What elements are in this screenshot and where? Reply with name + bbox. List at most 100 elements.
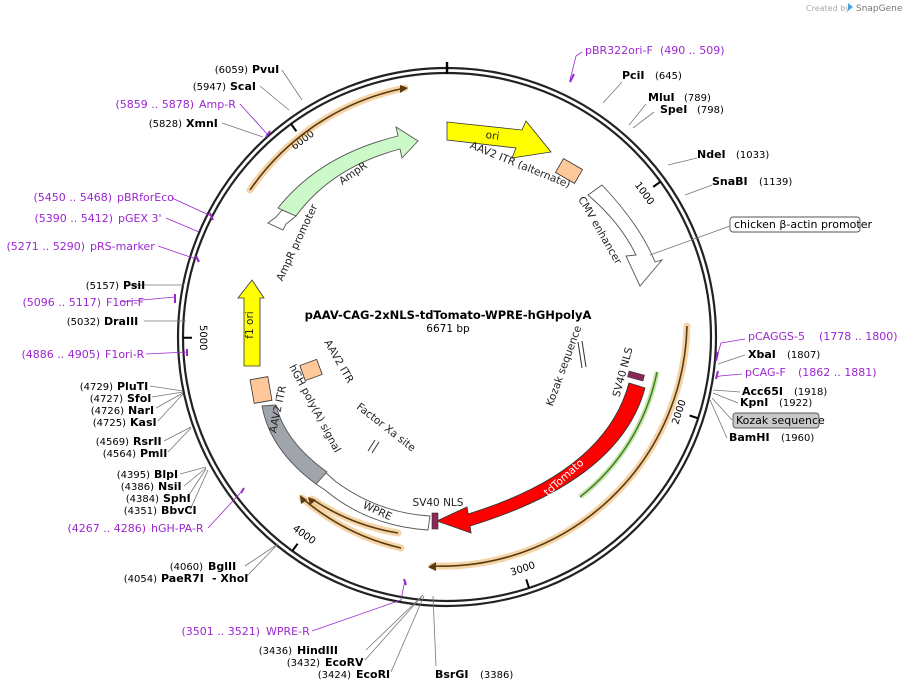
enzyme-bbvci[interactable]: BbvCI	[161, 504, 197, 517]
enzyme-position: (5157)	[86, 281, 119, 292]
enzyme-position: (3432)	[287, 658, 320, 669]
arrowhead-icon	[400, 85, 408, 93]
feature-kozak-label: Kozak sequence	[544, 324, 584, 408]
feature-f1-ori[interactable]	[237, 279, 265, 367]
enzyme-psii[interactable]: PsiI	[123, 279, 145, 292]
enzyme-ndei[interactable]: NdeI	[697, 148, 726, 161]
enzyme-position: (1918)	[794, 387, 827, 398]
enzyme-position: (1960)	[781, 433, 814, 444]
enzyme-xbai[interactable]: XbaI	[748, 348, 776, 361]
feature-f1-ori-label: f1 ori	[244, 311, 256, 338]
enzyme-position: (4384)	[126, 494, 159, 505]
enzyme-bsrgi[interactable]: BsrGI	[435, 668, 468, 681]
enzyme-scai[interactable]: ScaI	[230, 80, 256, 93]
feature-sv40-nls-2[interactable]	[431, 512, 439, 530]
feature-box-kozak[interactable]	[732, 412, 820, 429]
enzyme-spei[interactable]: SpeI	[660, 103, 687, 116]
enzyme-bglii[interactable]: BglII	[208, 560, 236, 573]
enzyme-position: (4726)	[91, 406, 124, 417]
plasmid-size: 6671 bp	[426, 323, 470, 335]
primer-f1ori-r[interactable]: F1ori-R	[105, 348, 145, 361]
enzyme-xmni[interactable]: XmnI	[186, 117, 218, 130]
orange-arc-right-core	[431, 325, 688, 567]
enzyme-kpni[interactable]: KpnI	[740, 396, 768, 409]
enzyme-position: (5032)	[67, 317, 100, 328]
enzyme-pcii[interactable]: PciI	[622, 69, 644, 82]
primer-range: (5096 .. 5117)	[22, 296, 101, 309]
enzyme-acc65i[interactable]: Acc65I	[742, 385, 783, 398]
feature-factor-xa-label: Factor Xa site	[354, 401, 418, 454]
enzyme-position: (789)	[684, 93, 711, 104]
enzyme-nari[interactable]: NarI	[128, 404, 154, 417]
enzyme-xhoi[interactable]: - XhoI	[212, 572, 248, 585]
arrowhead-icon	[428, 562, 436, 571]
tick-mark	[652, 180, 662, 188]
enzyme-bamhi[interactable]: BamHI	[729, 431, 770, 444]
enzyme-position: (4386)	[121, 482, 154, 493]
tick-mark	[291, 543, 299, 552]
enzyme-position: (4725)	[93, 418, 126, 429]
primer-range: (1778 .. 1800)	[819, 330, 898, 343]
arrowhead-icon	[300, 495, 307, 504]
leader-lines	[119, 51, 746, 673]
enzyme-pvui[interactable]: PvuI	[252, 63, 279, 76]
feature-aav2-itr-alternate[interactable]	[554, 158, 584, 184]
feature-cmv-enhancer[interactable]	[587, 184, 664, 287]
feature-box-chicken-beta-actin[interactable]	[729, 216, 861, 233]
enzyme-snabi[interactable]: SnaBI	[712, 175, 748, 188]
primer-pgex-3[interactable]: pGEX 3'	[118, 212, 162, 225]
primer-pcaggs-5[interactable]: pCAGGS-5	[748, 330, 805, 343]
enzyme-position: (1922)	[779, 398, 812, 409]
enzyme-pluti[interactable]: PluTI	[117, 380, 148, 393]
enzyme-rsrii[interactable]: RsrII	[133, 435, 162, 448]
feature-ampr-promoter[interactable]	[267, 209, 297, 231]
feature-tdtomato[interactable]	[435, 382, 646, 534]
primer-f1ori-f[interactable]: F1ori-F	[106, 296, 144, 309]
primer-prs-marker[interactable]: pRS-marker	[90, 240, 155, 253]
primer-pbrforeco[interactable]: pBRforEco	[117, 191, 174, 204]
primer-range: (5450 .. 5468)	[33, 191, 112, 204]
enzyme-position: (3386)	[480, 670, 513, 681]
left-labels: (6059) PvuI (5947) ScaI (5859 .. 5878) A…	[6, 63, 279, 585]
feature-ampr[interactable]	[277, 126, 419, 217]
primer-hgh-pa-r[interactable]: hGH-PA-R	[151, 522, 204, 535]
primer-pcag-f[interactable]: pCAG-F	[745, 366, 786, 379]
tick-mark	[290, 123, 298, 132]
enzyme-sfoi[interactable]: SfoI	[127, 392, 151, 405]
enzyme-pmli[interactable]: PmlI	[140, 447, 167, 460]
feature-aav2-itr-2[interactable]	[249, 376, 273, 404]
enzyme-blpi[interactable]: BlpI	[154, 468, 178, 481]
enzyme-position: (1033)	[736, 150, 769, 161]
feature-hgh-polya[interactable]	[261, 404, 328, 485]
feature-ori[interactable]	[446, 120, 552, 159]
primer-range: (5271 .. 5290)	[6, 240, 85, 253]
enzyme-draiii[interactable]: DraIII	[104, 315, 138, 328]
feature-wpre[interactable]	[315, 471, 431, 531]
credit-brand: SnapGene	[856, 4, 903, 14]
snapgene-credit: Created by SnapGene	[806, 3, 903, 14]
tick-label: 5000	[197, 325, 208, 350]
enzyme-nsii[interactable]: NsiI	[158, 480, 182, 493]
primer-pbr322ori-f[interactable]: pBR322ori-F	[585, 44, 653, 57]
bottom-labels: (3501 .. 3521) WPRE-R (3436) HindIII (34…	[181, 625, 513, 681]
primer-range: (490 .. 509)	[660, 44, 725, 57]
enzyme-hindiii[interactable]: HindIII	[297, 644, 338, 657]
enzyme-paer7i[interactable]: PaeR7I	[161, 572, 204, 585]
primer-wpre-r[interactable]: WPRE-R	[266, 625, 310, 638]
feature-sv40-nls-1[interactable]	[627, 370, 645, 382]
enzyme-ecori[interactable]: EcoRI	[356, 668, 390, 681]
enzyme-position: (3436)	[259, 646, 292, 657]
feature-aav2-itr-3[interactable]	[299, 358, 323, 382]
enzyme-sphi[interactable]: SphI	[163, 492, 191, 505]
primer-amp-r[interactable]: Amp-R	[199, 98, 236, 111]
tick-mark	[689, 414, 699, 420]
snapgene-logo-icon	[848, 3, 853, 11]
arrowhead-icon	[308, 497, 316, 505]
primer-range: (1862 .. 1881)	[798, 366, 877, 379]
feature-box-chicken-beta-actin-label: chicken β-actin promoter	[734, 218, 872, 231]
enzyme-position: (4351)	[124, 506, 157, 517]
enzyme-ecorv[interactable]: EcoRV	[325, 656, 364, 669]
enzyme-kasi[interactable]: KasI	[130, 416, 157, 429]
enzyme-mlui[interactable]: MluI	[648, 91, 675, 104]
enzyme-position: (4395)	[117, 470, 150, 481]
